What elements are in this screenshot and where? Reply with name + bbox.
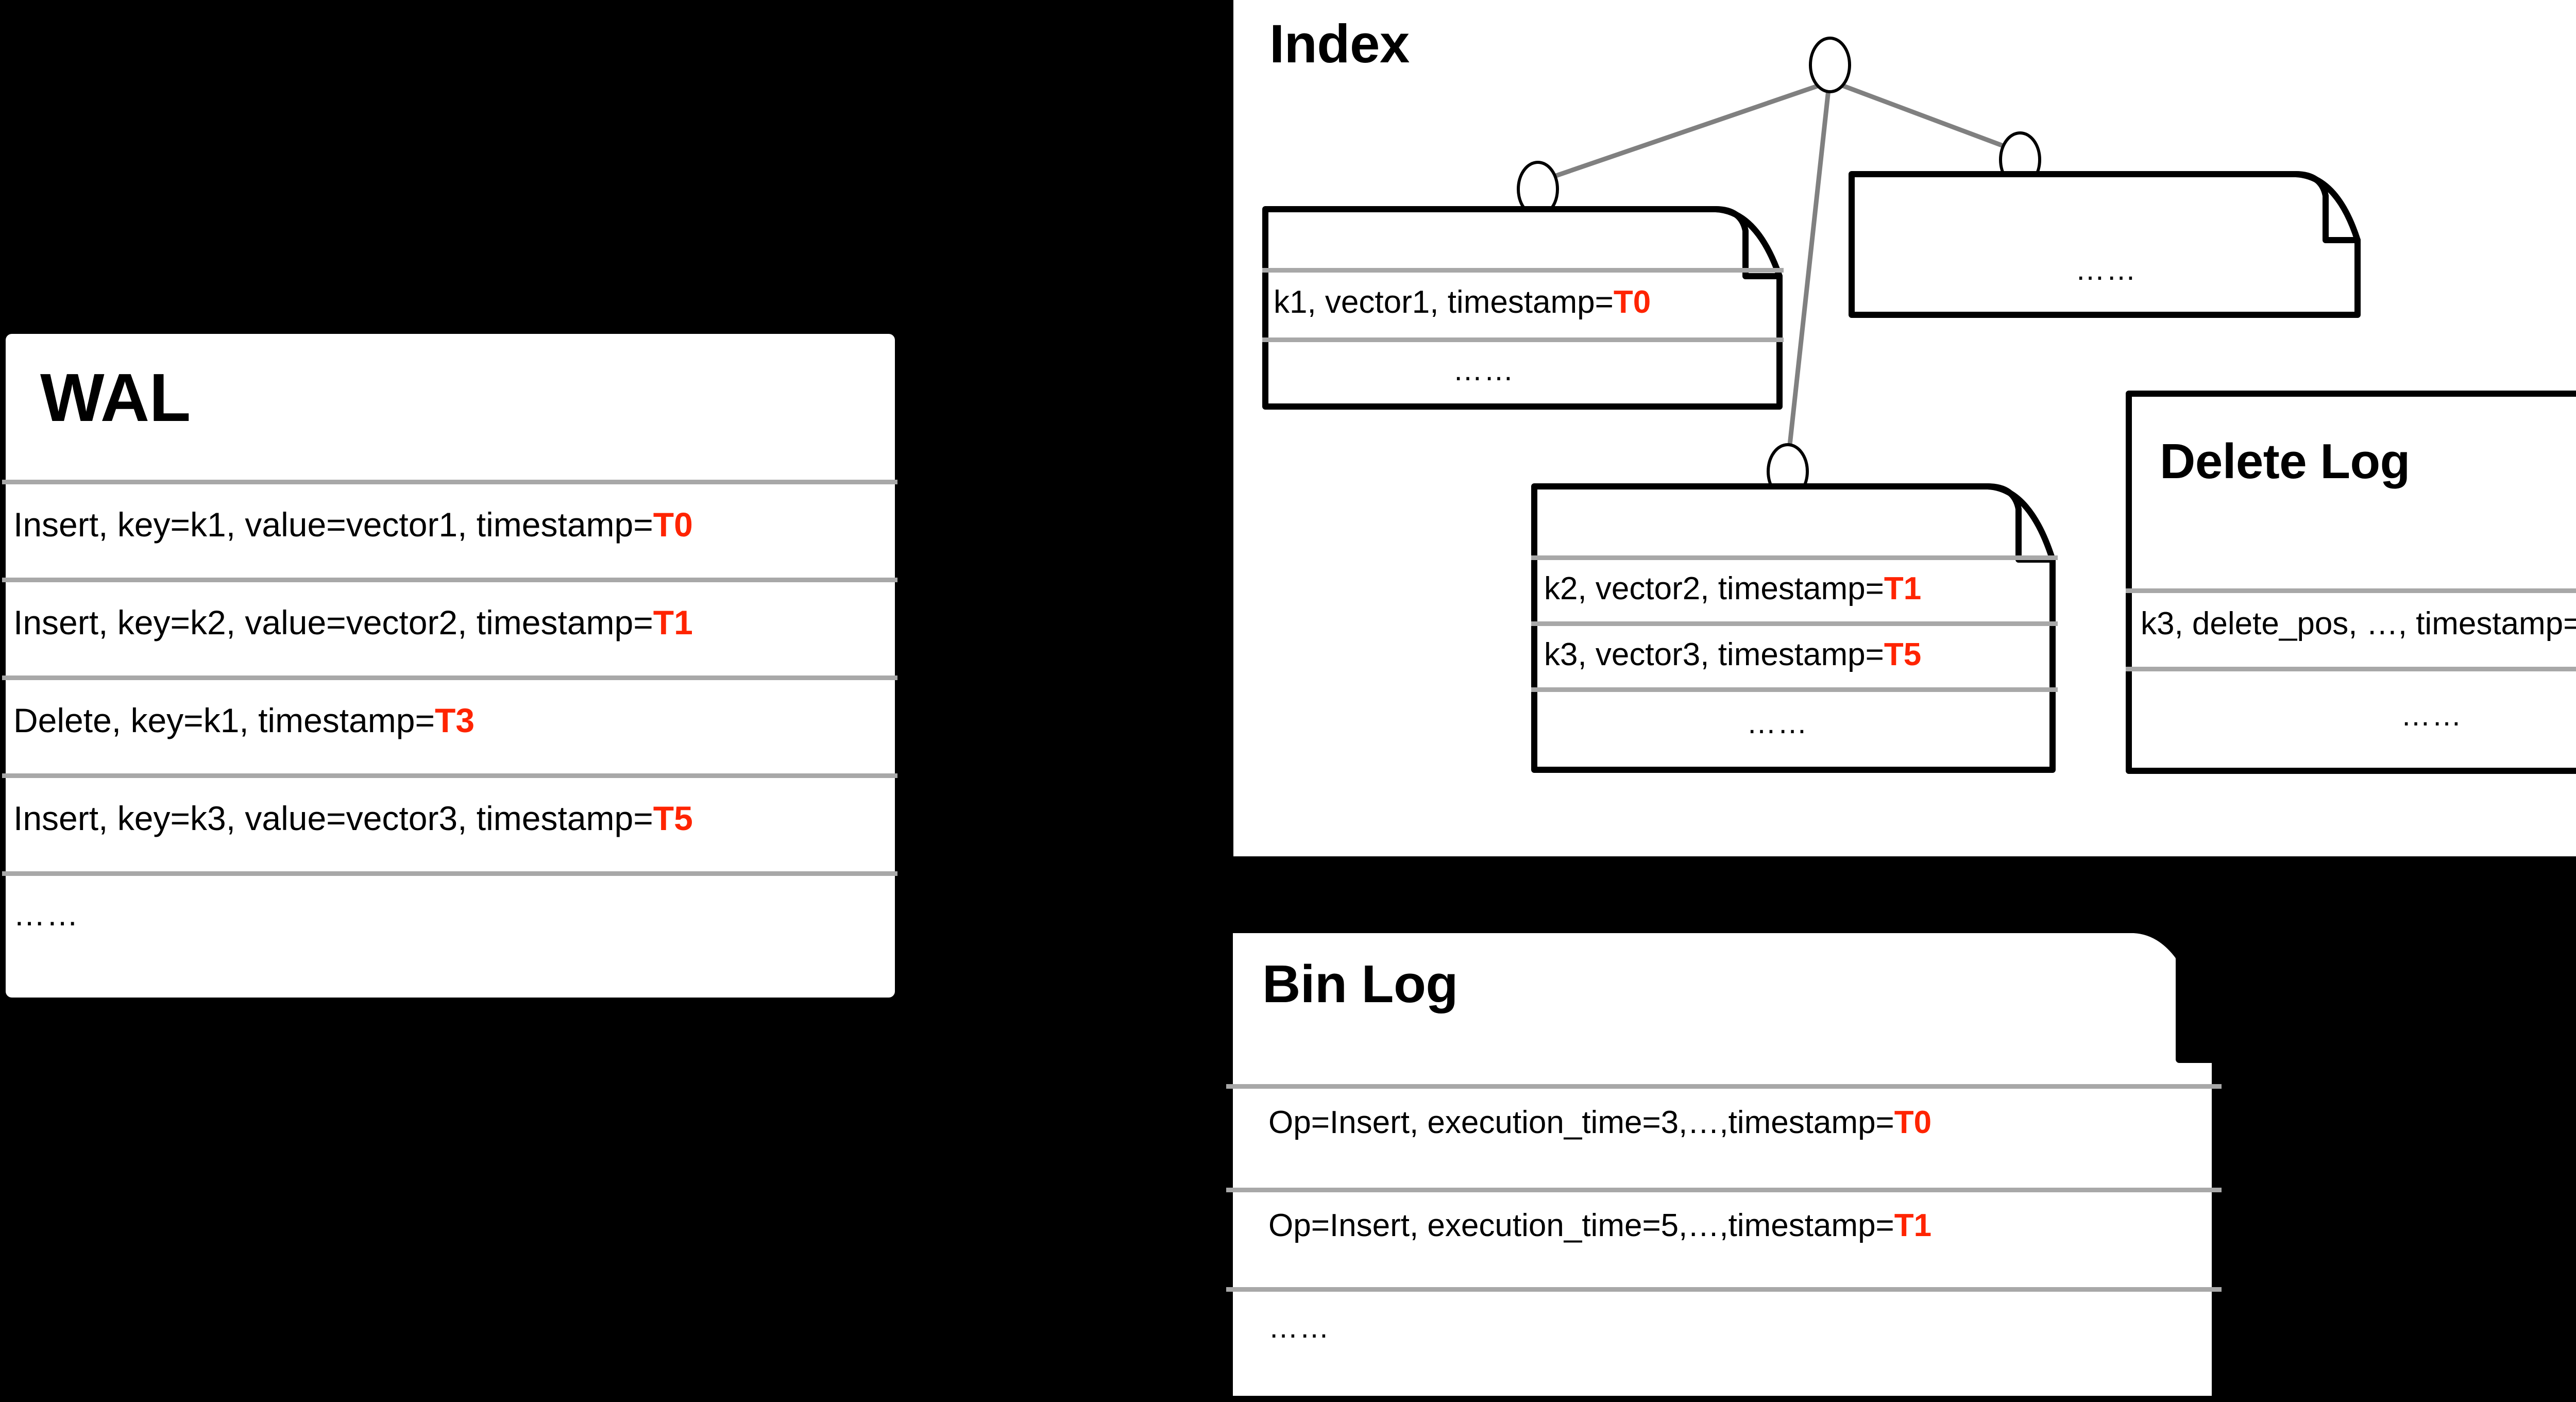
bin-log-row-ellipsis: …… xyxy=(1268,1311,1330,1344)
bin-log-separator xyxy=(1226,1287,2222,1292)
bin-log-row-timestamp: T0 xyxy=(1894,1105,1932,1140)
page-curl-fold xyxy=(1713,206,1783,279)
wal-row-label: Insert, key=k3, value=vector3, timestamp… xyxy=(13,799,653,837)
index-leaf-k2k3-row-timestamp: T5 xyxy=(1884,637,1922,672)
index-leaf-k1-shape xyxy=(1262,206,1783,410)
bin-log-row: Op=Insert, execution_time=3,…,timestamp=… xyxy=(1268,1107,1931,1139)
bin-log-row-label: Op=Insert, execution_time=3,…,timestamp= xyxy=(1268,1105,1894,1140)
index-leaf-k2k3-separator xyxy=(1531,621,2058,626)
bin-log-row-timestamp: T1 xyxy=(1894,1208,1932,1243)
delete-log-separator xyxy=(2126,667,2576,671)
wal-row: Insert, key=k1, value=vector1, timestamp… xyxy=(13,508,693,542)
wal-title: WAL xyxy=(40,360,191,435)
index-leaf-k2k3-row-timestamp: T1 xyxy=(1884,571,1922,606)
page-curl-fold xyxy=(2130,926,2219,1063)
bin-log-separator xyxy=(1226,1188,2222,1192)
wal-row: Delete, key=k1, timestamp=T3 xyxy=(13,703,474,737)
bin-log-title: Bin Log xyxy=(1262,954,1458,1014)
index-leaf-k2k3-row-ellipsis: …… xyxy=(1747,706,1808,740)
index-leaf-k2k3-separator xyxy=(1531,555,2058,560)
bin-log-separator xyxy=(1226,1084,2222,1089)
wal-row-timestamp: T5 xyxy=(653,799,693,837)
wal-row-timestamp: T0 xyxy=(653,505,693,544)
wal-row-timestamp: T1 xyxy=(653,603,693,641)
wal-row: Insert, key=k2, value=vector2, timestamp… xyxy=(13,605,693,639)
wal-separator xyxy=(2,675,897,680)
wal-row-label: Delete, key=k1, timestamp= xyxy=(13,701,435,739)
page-curl-body xyxy=(1849,171,2361,318)
wal-row-timestamp: T3 xyxy=(435,701,475,739)
index-leaf-k1-row-timestamp: T0 xyxy=(1613,284,1651,320)
index-leaf-k2k3-row: k2, vector2, timestamp=T1 xyxy=(1544,573,1921,605)
delete-log-separator xyxy=(2126,588,2576,593)
delete-log-shape xyxy=(2126,391,2576,774)
bin-log-row-label: Op=Insert, execution_time=5,…,timestamp= xyxy=(1268,1208,1894,1243)
index-leaf-k1-row: k1, vector1, timestamp=T0 xyxy=(1274,286,1651,318)
page-curl-body xyxy=(1226,926,2219,1402)
index-title: Index xyxy=(1269,14,1410,74)
delete-log-row-ellipsis: …… xyxy=(2401,699,2463,732)
index-leaf-k1-row-ellipsis: …… xyxy=(1453,353,1515,387)
bin-log-row: Op=Insert, execution_time=5,…,timestamp=… xyxy=(1268,1210,1931,1242)
wal-separator xyxy=(2,480,897,484)
delete-log-row: k3, delete_pos, …, timestamp=T3 xyxy=(2141,608,2576,640)
index-leaf-k2k3-row-label: k3, vector3, timestamp= xyxy=(1544,637,1884,672)
page-curl-fold xyxy=(2293,171,2361,243)
wal-separator xyxy=(2,773,897,778)
index-leaf-k1-row-label: k1, vector1, timestamp= xyxy=(1274,284,1614,320)
index-leaf-ellipsis-row: …… xyxy=(2075,253,2137,286)
index-leaf-k2k3-row-label: k2, vector2, timestamp= xyxy=(1544,571,1884,606)
index-leaf-k1-separator xyxy=(1262,337,1784,342)
page-curl-body xyxy=(2126,391,2576,774)
index-leaf-k1-separator xyxy=(1262,268,1784,273)
wal-row-ellipsis: …… xyxy=(13,897,79,933)
wal-separator xyxy=(2,578,897,582)
delete-log-row-label: k3, delete_pos, …, timestamp= xyxy=(2141,606,2576,641)
bin-log-shape xyxy=(1226,926,2221,1402)
wal-row: Insert, key=k3, value=vector3, timestamp… xyxy=(13,801,693,835)
index-leaf-k2k3-separator xyxy=(1531,687,2058,692)
wal-separator xyxy=(2,871,897,876)
index-leaf-ellipsis-shape xyxy=(1849,171,2361,318)
page-curl-fold xyxy=(1985,483,2056,563)
wal-row-label: Insert, key=k1, value=vector1, timestamp… xyxy=(13,505,653,544)
index-leaf-k2k3-row: k3, vector3, timestamp=T5 xyxy=(1544,639,1921,671)
delete-log-title: Delete Log xyxy=(2160,434,2410,489)
wal-panel xyxy=(6,334,895,998)
wal-row-label: Insert, key=k2, value=vector2, timestamp… xyxy=(13,603,653,641)
